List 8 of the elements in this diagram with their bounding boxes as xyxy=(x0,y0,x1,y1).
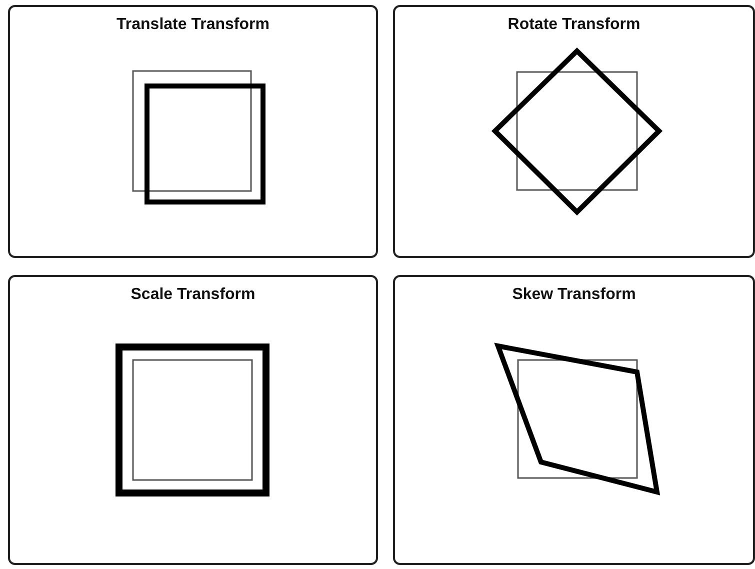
panel-card xyxy=(8,5,378,258)
panel-title: Rotate Transform xyxy=(508,16,640,34)
panel-card xyxy=(393,5,755,258)
panel-title: Scale Transform xyxy=(130,286,256,304)
panel-title: Skew Transform xyxy=(512,286,636,304)
panel-card xyxy=(393,275,755,565)
panel-card xyxy=(8,275,378,565)
panel-title: Translate Transform xyxy=(116,16,270,34)
